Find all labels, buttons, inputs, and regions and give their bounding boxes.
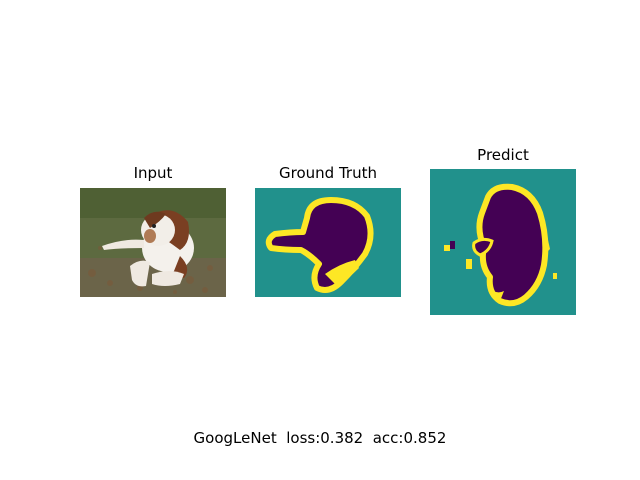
ground-truth-title: Ground Truth	[279, 164, 377, 182]
predict-title: Predict	[477, 146, 529, 164]
predict-mask	[430, 169, 576, 315]
input-image	[80, 188, 226, 297]
input-title: Input	[133, 164, 173, 182]
model-metrics-caption: GoogLeNet loss:0.382 acc:0.852	[193, 429, 447, 447]
ground-truth-mask	[255, 188, 401, 297]
